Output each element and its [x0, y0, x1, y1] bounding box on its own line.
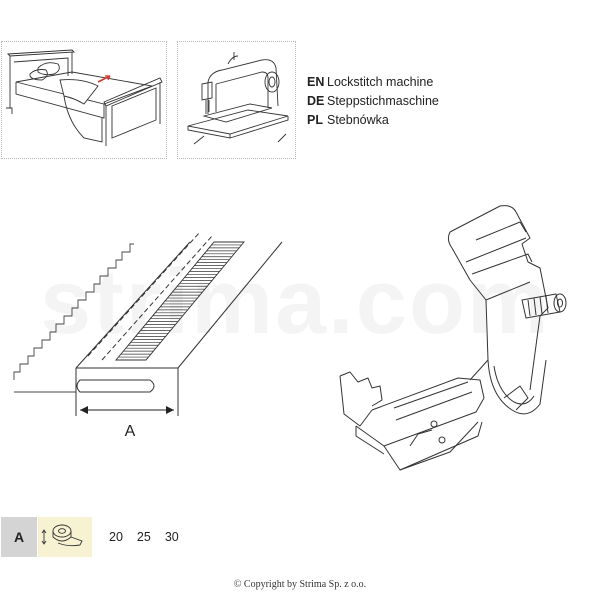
sewing-machine-thumbnail: [177, 41, 296, 159]
language-code: EN: [307, 75, 325, 89]
dimension-arrow: [80, 406, 174, 414]
size-value: 25: [136, 530, 151, 544]
fabric-edge: [13, 243, 134, 393]
binder-attachment: [339, 205, 567, 471]
watermark: strima.com: [40, 250, 551, 355]
folded-strip: [75, 231, 283, 416]
language-code: PL: [307, 113, 323, 127]
tape-roll-icon: [38, 517, 92, 557]
size-value: 30: [164, 530, 179, 544]
size-values: 20 25 30: [109, 530, 179, 544]
language-code: DE: [307, 94, 325, 108]
language-text: Steppstichmaschine: [327, 94, 439, 108]
sewing-machine-illustration: [187, 52, 289, 145]
language-row-pl: PL Stebnówka: [307, 111, 439, 130]
bed-thumbnail: [1, 41, 167, 159]
technical-drawing: A: [13, 205, 567, 471]
stitch-band: [115, 241, 245, 361]
dimension-label: A: [125, 423, 136, 440]
size-table: A 20 25 30: [1, 517, 179, 557]
size-key: A: [1, 517, 37, 557]
size-value: 20: [109, 530, 123, 544]
bed-illustration: [6, 49, 163, 146]
copyright-notice: © Copyright by Strima Sp. z o.o.: [233, 579, 367, 590]
language-text: Stebnówka: [327, 113, 389, 127]
language-text: Lockstitch machine: [327, 75, 434, 89]
